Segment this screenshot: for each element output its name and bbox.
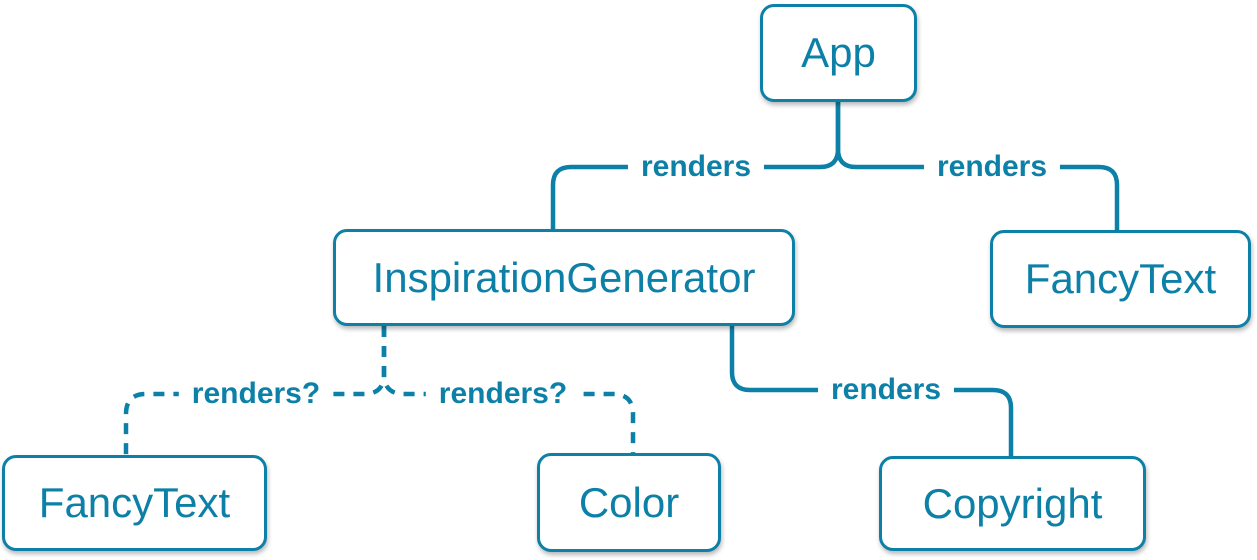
node-fancy-text-top: FancyText xyxy=(990,230,1251,328)
node-color-label: Color xyxy=(578,478,680,526)
node-fancy-text-top-label: FancyText xyxy=(1024,255,1217,302)
node-color: Color xyxy=(537,453,721,552)
node-fancy-text-bottom-label: FancyText xyxy=(38,479,231,526)
node-copyright: Copyright xyxy=(879,456,1146,551)
node-app: App xyxy=(760,4,917,102)
edge-label-app-inspirationgenerator: renders xyxy=(627,148,765,186)
edge-label-inspirationgenerator-fancytext: renders? xyxy=(178,375,334,413)
edge-label-inspirationgenerator-copyright: renders xyxy=(817,371,955,409)
edge-label-inspirationgenerator-color: renders? xyxy=(425,375,581,413)
edge-label-app-fancytext: renders xyxy=(923,148,1061,186)
node-inspiration-generator: InspirationGenerator xyxy=(333,229,795,326)
node-copyright-label: Copyright xyxy=(922,479,1103,527)
node-fancy-text-bottom: FancyText xyxy=(2,455,267,551)
node-inspiration-generator-label: InspirationGenerator xyxy=(372,253,756,301)
node-app-label: App xyxy=(801,29,876,76)
